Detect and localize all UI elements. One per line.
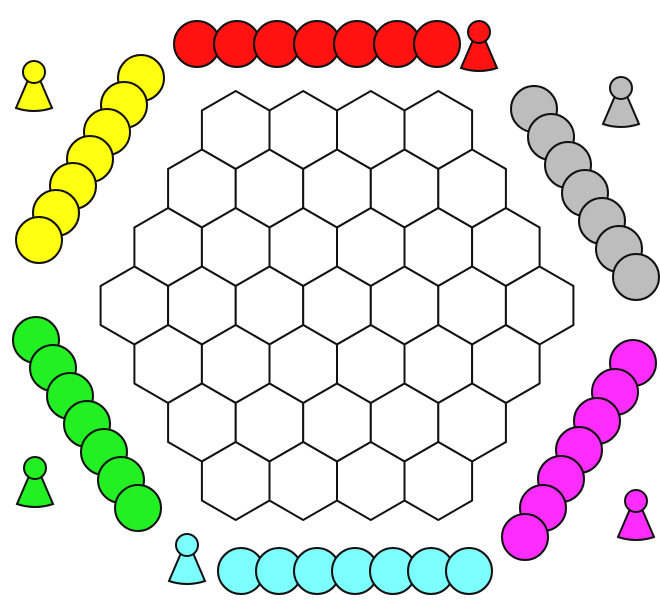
magenta-pawn-head xyxy=(625,490,647,512)
green-pawn-body xyxy=(17,476,53,507)
gray-pawn-body xyxy=(603,96,639,127)
green-disc[interactable] xyxy=(115,485,161,531)
red-pawn-head xyxy=(468,21,490,43)
red-player-stack xyxy=(174,21,497,71)
hex-board xyxy=(101,91,574,520)
yellow-pawn[interactable] xyxy=(16,61,52,111)
magenta-pawn-body xyxy=(618,509,654,540)
yellow-pawn-head xyxy=(23,61,45,83)
red-pawn-body xyxy=(461,40,497,71)
cyan-pawn[interactable] xyxy=(169,534,205,584)
cyan-disc[interactable] xyxy=(446,548,492,594)
gray-disc[interactable] xyxy=(613,254,659,300)
red-disc[interactable] xyxy=(414,21,460,67)
cyan-player-stack xyxy=(169,534,492,594)
yellow-pawn-body xyxy=(16,80,52,111)
green-pawn-head xyxy=(24,457,46,479)
cyan-pawn-body xyxy=(169,553,205,584)
cyan-pawn-head xyxy=(176,534,198,556)
gray-pawn[interactable] xyxy=(603,77,639,127)
green-pawn[interactable] xyxy=(17,457,53,507)
gray-pawn-head xyxy=(610,77,632,99)
red-pawn[interactable] xyxy=(461,21,497,71)
yellow-disc[interactable] xyxy=(16,217,62,263)
magenta-disc[interactable] xyxy=(502,514,548,560)
magenta-pawn[interactable] xyxy=(618,490,654,540)
